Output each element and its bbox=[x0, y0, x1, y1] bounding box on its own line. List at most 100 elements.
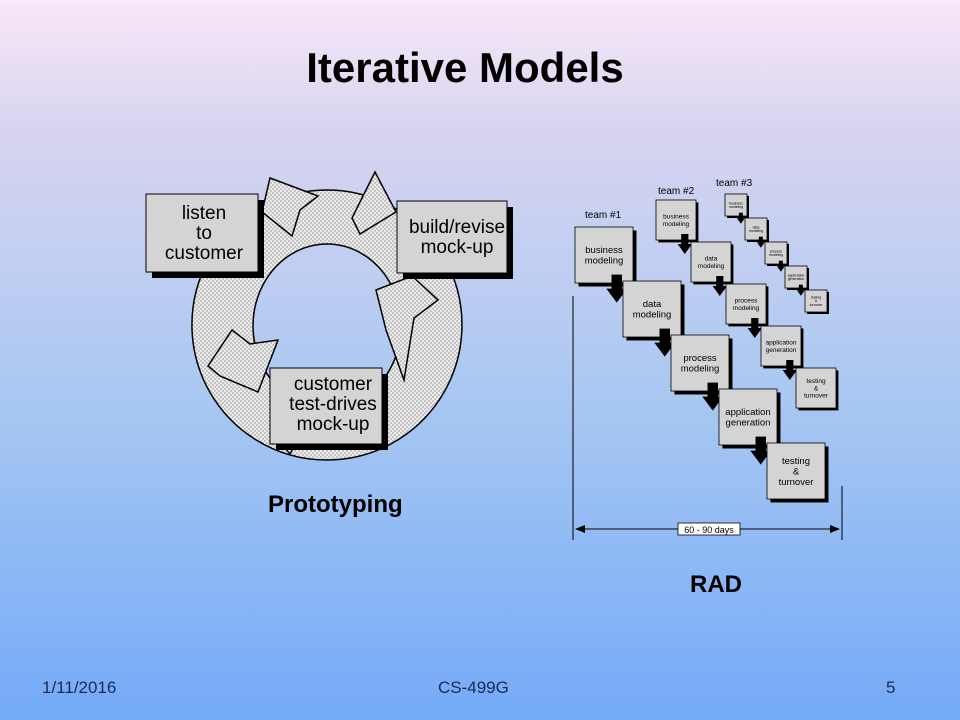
down-arrow-shaft bbox=[659, 328, 670, 344]
phase-label-line: process bbox=[770, 249, 783, 253]
phase-box bbox=[718, 388, 778, 446]
step-label-line: build/revise bbox=[409, 217, 505, 238]
phase-label-line: & bbox=[793, 466, 800, 477]
down-arrow-shaft bbox=[755, 436, 766, 452]
step-box-build: build/revise mock-up bbox=[396, 200, 513, 279]
team-label: team #3 bbox=[716, 178, 753, 189]
phase-box bbox=[804, 289, 828, 313]
phase-label-line: generation bbox=[726, 418, 771, 429]
step-label-line: test-drives bbox=[289, 394, 377, 415]
duration-label-bg bbox=[677, 522, 741, 536]
phase-box bbox=[795, 367, 837, 409]
phase-label-line: data bbox=[643, 299, 662, 310]
phase-box bbox=[725, 283, 767, 325]
phase-label-line: testing bbox=[806, 378, 826, 385]
down-arrow-icon bbox=[702, 396, 724, 411]
down-arrow-shaft bbox=[707, 382, 718, 398]
phase-label-line: turnover bbox=[779, 477, 814, 488]
phase-label-line: testing bbox=[782, 456, 810, 467]
phase-label-line: testing bbox=[811, 295, 821, 299]
down-arrow-icon bbox=[677, 244, 692, 254]
down-arrow-icon bbox=[782, 370, 797, 380]
phase-label-line: modeling bbox=[749, 229, 763, 233]
team-label: team #1 bbox=[585, 210, 622, 221]
duration-arrow-right bbox=[830, 525, 840, 533]
down-arrow-shaft bbox=[681, 234, 689, 245]
phase-label-line: data bbox=[705, 256, 718, 263]
down-arrow-shaft bbox=[786, 360, 794, 371]
prototyping-cycle: listen to customer build/revise mock-up … bbox=[145, 170, 513, 518]
phase-box bbox=[784, 265, 808, 289]
step-label-line: mock-up bbox=[297, 414, 370, 435]
phase-label-line: modeling bbox=[769, 253, 783, 257]
prototyping-caption: Prototyping bbox=[268, 491, 403, 518]
down-arrow-icon bbox=[750, 450, 772, 465]
step-label-line: customer bbox=[165, 243, 244, 264]
phase-label-line: business bbox=[729, 201, 743, 205]
step-box-test-drive: customer test-drives mock-up bbox=[269, 367, 388, 450]
phase-label-line: & bbox=[814, 385, 819, 392]
phase-label-line: generation bbox=[766, 347, 797, 354]
footer-page-number: 5 bbox=[886, 678, 896, 697]
rad-caption: RAD bbox=[690, 571, 742, 598]
team-label: team #2 bbox=[658, 186, 695, 197]
phase-label-line: application bbox=[788, 273, 805, 277]
down-arrow-shaft bbox=[751, 318, 759, 329]
phase-label-line: modeling bbox=[633, 310, 672, 321]
phase-label-line: modeling bbox=[663, 221, 690, 228]
phase-label-line: & bbox=[815, 299, 818, 303]
cycle-arrow-top-right bbox=[351, 170, 397, 236]
phase-box bbox=[724, 193, 748, 217]
phase-label-line: modeling bbox=[733, 305, 760, 312]
phase-label-line: modeling bbox=[729, 205, 743, 209]
phase-label-line: generation bbox=[788, 277, 805, 281]
phase-label-line: modeling bbox=[681, 364, 720, 375]
down-arrow-shaft bbox=[758, 236, 763, 243]
phase-box bbox=[760, 325, 802, 367]
phase-label-line: application bbox=[725, 407, 770, 418]
phase-label-line: modeling bbox=[585, 256, 624, 267]
phase-label-line: business bbox=[585, 245, 623, 256]
down-arrow-shaft bbox=[738, 212, 743, 219]
phase-box bbox=[670, 334, 730, 392]
phase-box bbox=[764, 241, 788, 265]
phase-label-line: process bbox=[735, 298, 759, 305]
down-arrow-icon bbox=[796, 290, 805, 296]
down-arrow-icon bbox=[654, 342, 676, 357]
phase-box bbox=[574, 226, 634, 284]
step-label-line: listen bbox=[182, 203, 226, 224]
step-label-line: customer bbox=[294, 374, 373, 395]
phase-box bbox=[744, 217, 768, 241]
footer-date: 1/11/2016 bbox=[42, 678, 117, 697]
slide-title: Iterative Models bbox=[306, 44, 624, 91]
duration-label: 60 - 90 days bbox=[684, 525, 734, 535]
down-arrow-icon bbox=[736, 218, 745, 224]
phase-label-line: turnover bbox=[804, 392, 829, 399]
cycle-arrow-left bbox=[207, 328, 280, 393]
down-arrow-icon bbox=[756, 242, 765, 248]
step-label-line: to bbox=[196, 223, 212, 244]
down-arrow-shaft bbox=[611, 274, 622, 290]
phase-box bbox=[655, 199, 697, 241]
phase-label-line: process bbox=[683, 353, 717, 364]
duration-arrow-left bbox=[575, 525, 585, 533]
footer-course: CS-499G bbox=[438, 678, 509, 697]
phase-label-line: data bbox=[753, 225, 760, 229]
down-arrow-icon bbox=[712, 286, 727, 296]
down-arrow-shaft bbox=[778, 260, 783, 267]
down-arrow-shaft bbox=[716, 276, 724, 287]
down-arrow-icon bbox=[776, 266, 785, 272]
down-arrow-icon bbox=[747, 328, 762, 338]
phase-box bbox=[766, 442, 826, 500]
rad-diagram: 60 - 90 days RAD team #1businessmodeling… bbox=[572, 178, 843, 598]
down-arrow-shaft bbox=[798, 284, 803, 291]
step-label-line: mock-up bbox=[421, 237, 494, 258]
phase-label-line: turnover bbox=[810, 303, 824, 307]
down-arrow-icon bbox=[606, 288, 628, 303]
phase-label-line: business bbox=[663, 214, 689, 221]
phase-label-line: application bbox=[765, 340, 796, 347]
phase-label-line: modeling bbox=[698, 263, 725, 270]
phase-box bbox=[622, 280, 682, 338]
phase-box bbox=[690, 241, 732, 283]
